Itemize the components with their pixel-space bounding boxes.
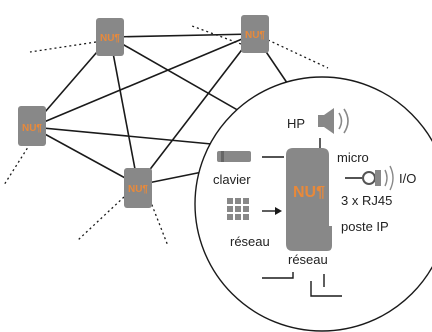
node-logo: NU¶ — [128, 184, 148, 195]
microphone-label: micro — [337, 150, 369, 165]
network-connectors — [262, 272, 342, 297]
node-logo: NU¶ — [22, 123, 42, 134]
node-logo: NU¶ — [245, 30, 265, 41]
stub-right — [267, 39, 329, 69]
link-3-4 — [31, 126, 139, 186]
node-3: NU¶ — [18, 106, 46, 146]
link-2-4 — [137, 33, 255, 186]
stub-left-bottom — [3, 143, 31, 186]
network-stubs — [3, 25, 329, 247]
link-3-detail — [31, 126, 223, 146]
io-label: I/O — [399, 171, 416, 186]
stub-bottom-right — [149, 199, 169, 247]
node-2: NU¶ — [241, 15, 269, 53]
rj45-label: 3 x RJ45 — [341, 193, 392, 208]
node-logo: NU¶ — [100, 33, 120, 44]
stub-top-right — [191, 25, 242, 45]
link-2-3 — [31, 33, 255, 128]
node-1: NU¶ — [96, 18, 124, 56]
stub-left-top — [29, 41, 97, 53]
keyboard-icon — [217, 151, 251, 162]
ip-phone-label: poste IP — [341, 219, 389, 234]
speaker-label: HP — [287, 116, 305, 131]
node-4: NU¶ — [124, 168, 152, 208]
network-label-left: réseau — [230, 234, 270, 249]
keyboard-label: clavier — [213, 172, 251, 187]
central-device — [286, 148, 332, 251]
central-device-logo: NU¶ — [293, 184, 325, 201]
link-1-2 — [109, 33, 255, 38]
microphone-icon — [345, 165, 394, 191]
network-label-bottom: réseau — [288, 252, 328, 267]
link-1-4 — [109, 36, 139, 186]
stub-bottom-left — [77, 196, 125, 241]
keypad-icon — [227, 198, 249, 220]
arrow-icon — [262, 207, 282, 215]
speaker-icon — [318, 108, 349, 134]
